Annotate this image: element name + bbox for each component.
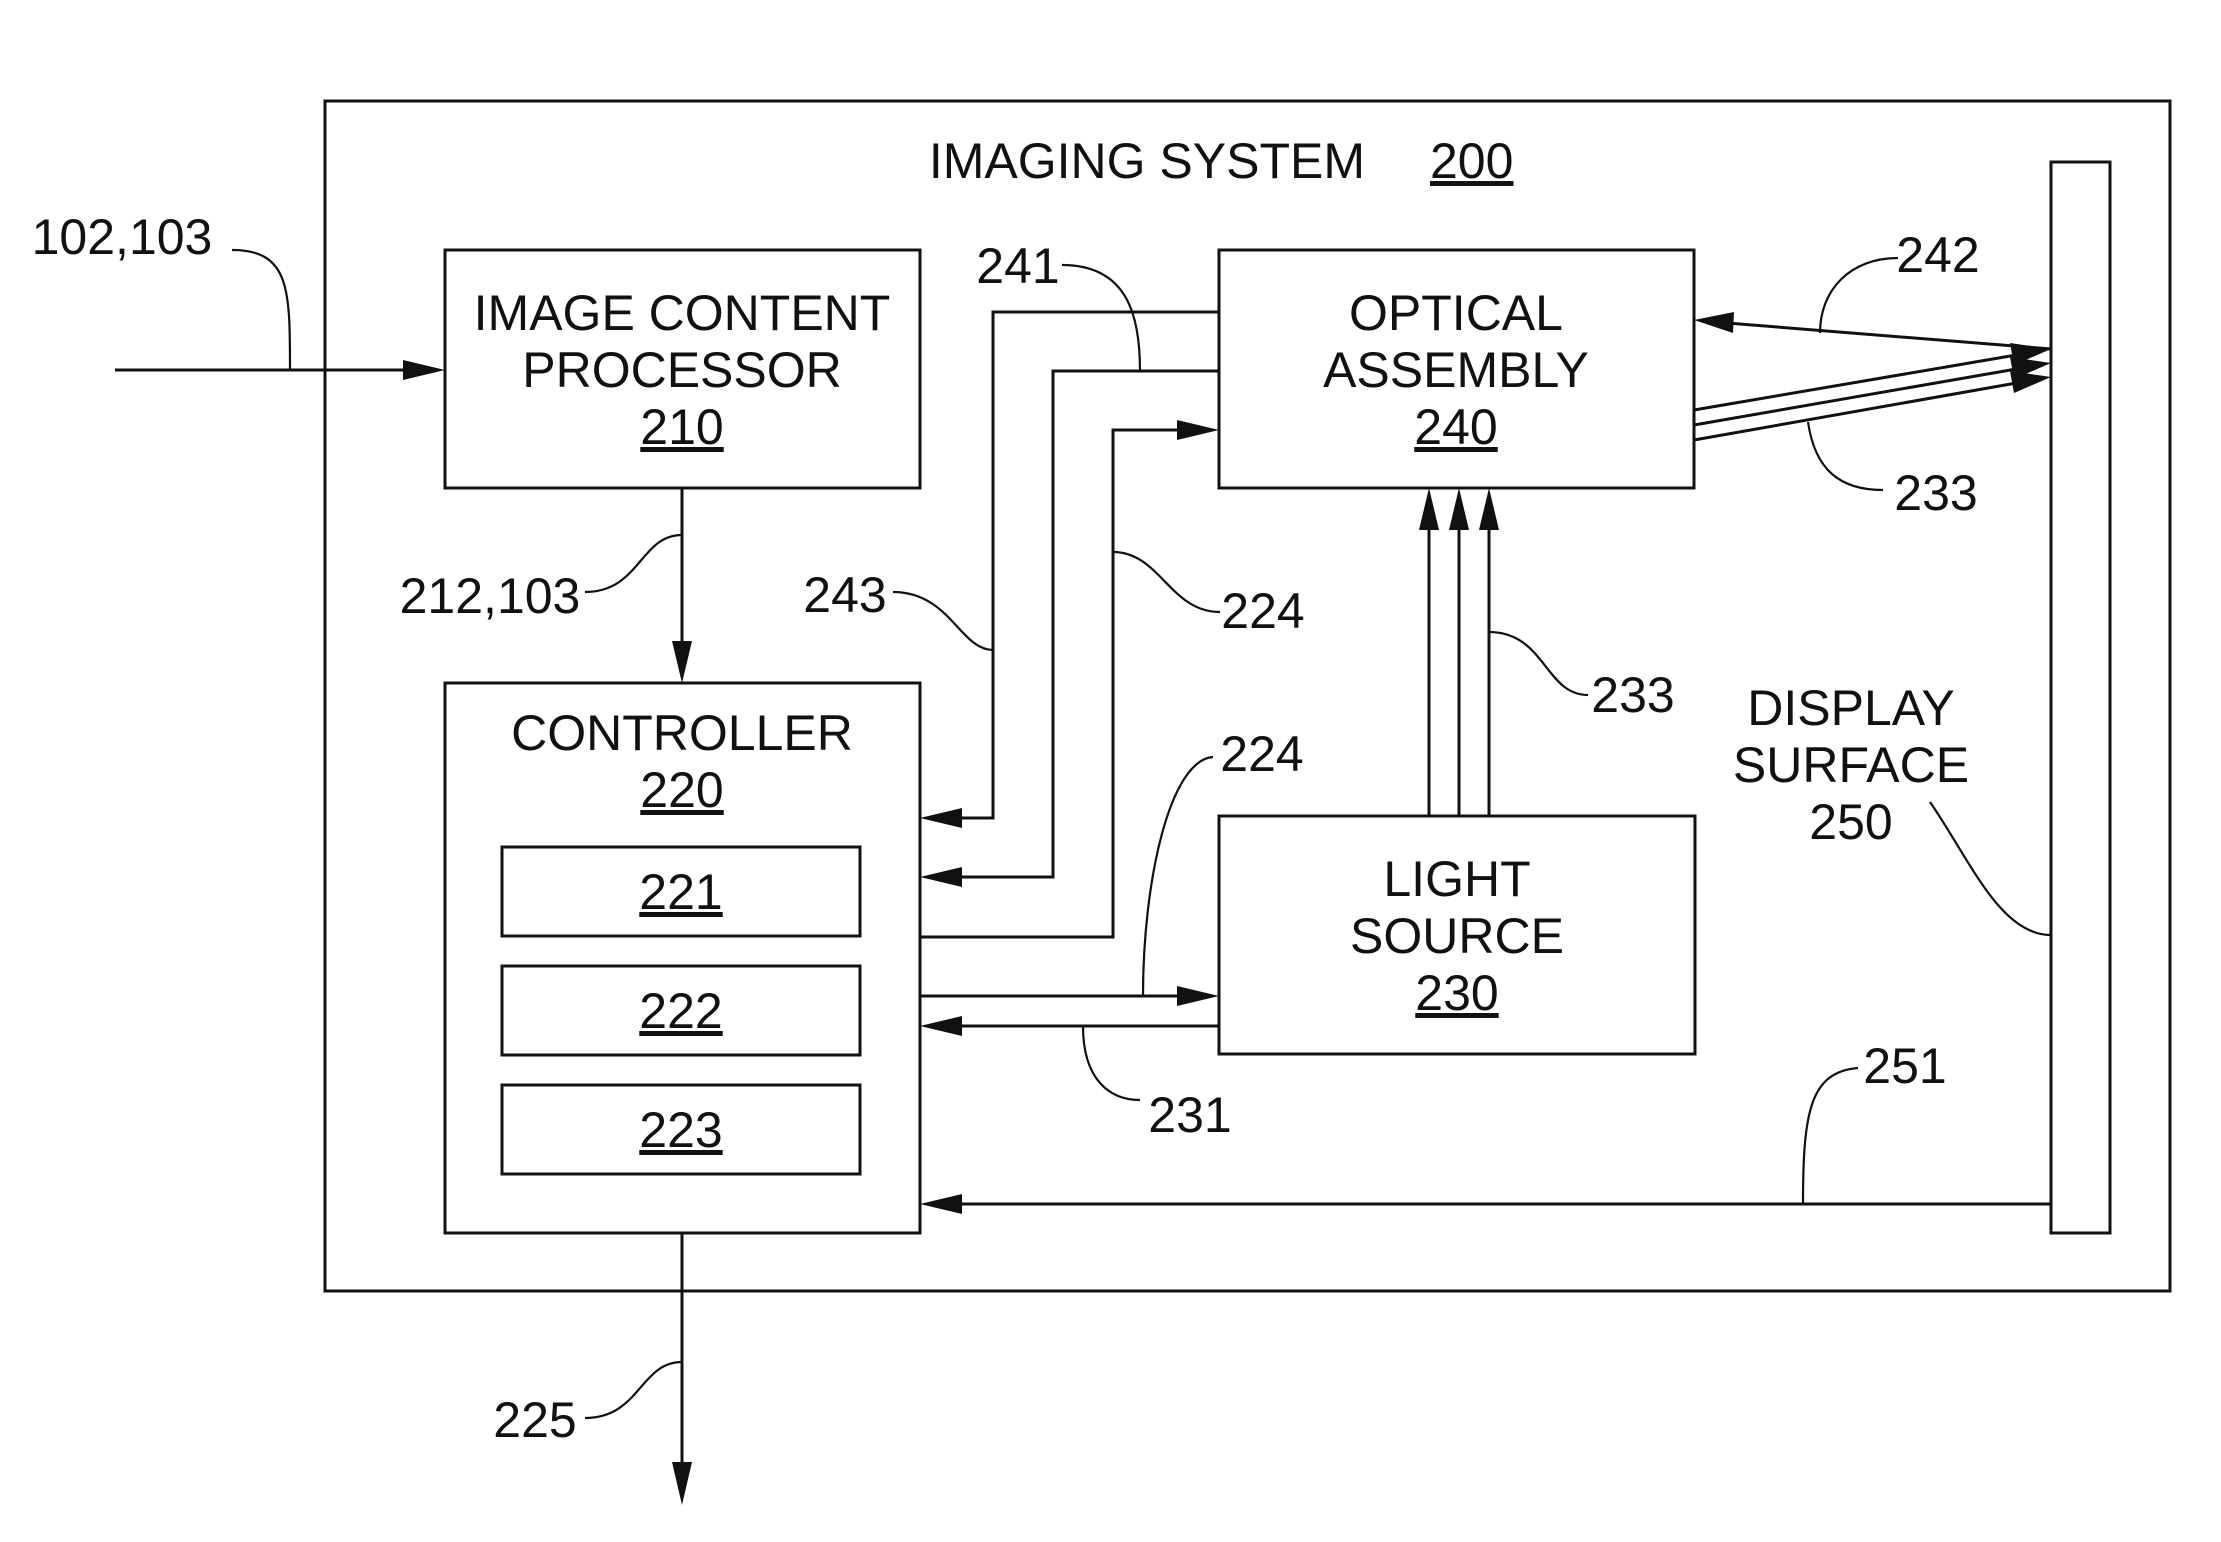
feedback-251-ref: 251 bbox=[1863, 1038, 1946, 1094]
light-source-line1: LIGHT bbox=[1383, 851, 1530, 907]
feedback-242-ref: 242 bbox=[1896, 227, 1979, 283]
display-surface-number: 250 bbox=[1809, 794, 1892, 850]
controller-output-leader bbox=[585, 1362, 682, 1418]
controller-output-arrowhead bbox=[672, 1462, 692, 1505]
signal-224-optical-ref: 224 bbox=[1221, 583, 1304, 639]
image-content-processor-line1: IMAGE CONTENT bbox=[474, 285, 891, 341]
signal-224-light-ref: 224 bbox=[1220, 726, 1303, 782]
imaging-system-title: IMAGING SYSTEM bbox=[929, 133, 1365, 189]
optical-assembly-line1: OPTICAL bbox=[1349, 285, 1563, 341]
input-signal-ref: 102,103 bbox=[32, 209, 213, 265]
signal-231-ref: 231 bbox=[1148, 1087, 1231, 1143]
input-signal-leader bbox=[232, 250, 290, 370]
light-beam-ref: 233 bbox=[1591, 667, 1674, 723]
projected-beam-ref: 233 bbox=[1894, 465, 1977, 521]
signal-243-ref: 243 bbox=[803, 567, 886, 623]
controller-sub-block-223-label: 223 bbox=[639, 1102, 722, 1158]
controller-number: 220 bbox=[640, 762, 723, 818]
imaging-system-number: 200 bbox=[1430, 133, 1513, 189]
controller-output-ref: 225 bbox=[493, 1392, 576, 1448]
image-content-processor-line2: PROCESSOR bbox=[522, 342, 842, 398]
display-surface-block bbox=[2051, 162, 2110, 1233]
display-surface-line1: DISPLAY bbox=[1747, 680, 1955, 736]
optical-assembly-number: 240 bbox=[1414, 399, 1497, 455]
image-content-processor-number: 210 bbox=[640, 399, 723, 455]
controller-sub-block-222-label: 222 bbox=[639, 983, 722, 1039]
processor-to-controller-ref: 212,103 bbox=[400, 568, 581, 624]
light-source-number: 230 bbox=[1415, 965, 1498, 1021]
light-source-line2: SOURCE bbox=[1350, 908, 1564, 964]
controller-label: CONTROLLER bbox=[511, 705, 853, 761]
signal-241-ref: 241 bbox=[976, 238, 1059, 294]
display-surface-line2: SURFACE bbox=[1733, 737, 1969, 793]
optical-assembly-line2: ASSEMBLY bbox=[1323, 342, 1589, 398]
controller-sub-block-221-label: 221 bbox=[639, 864, 722, 920]
